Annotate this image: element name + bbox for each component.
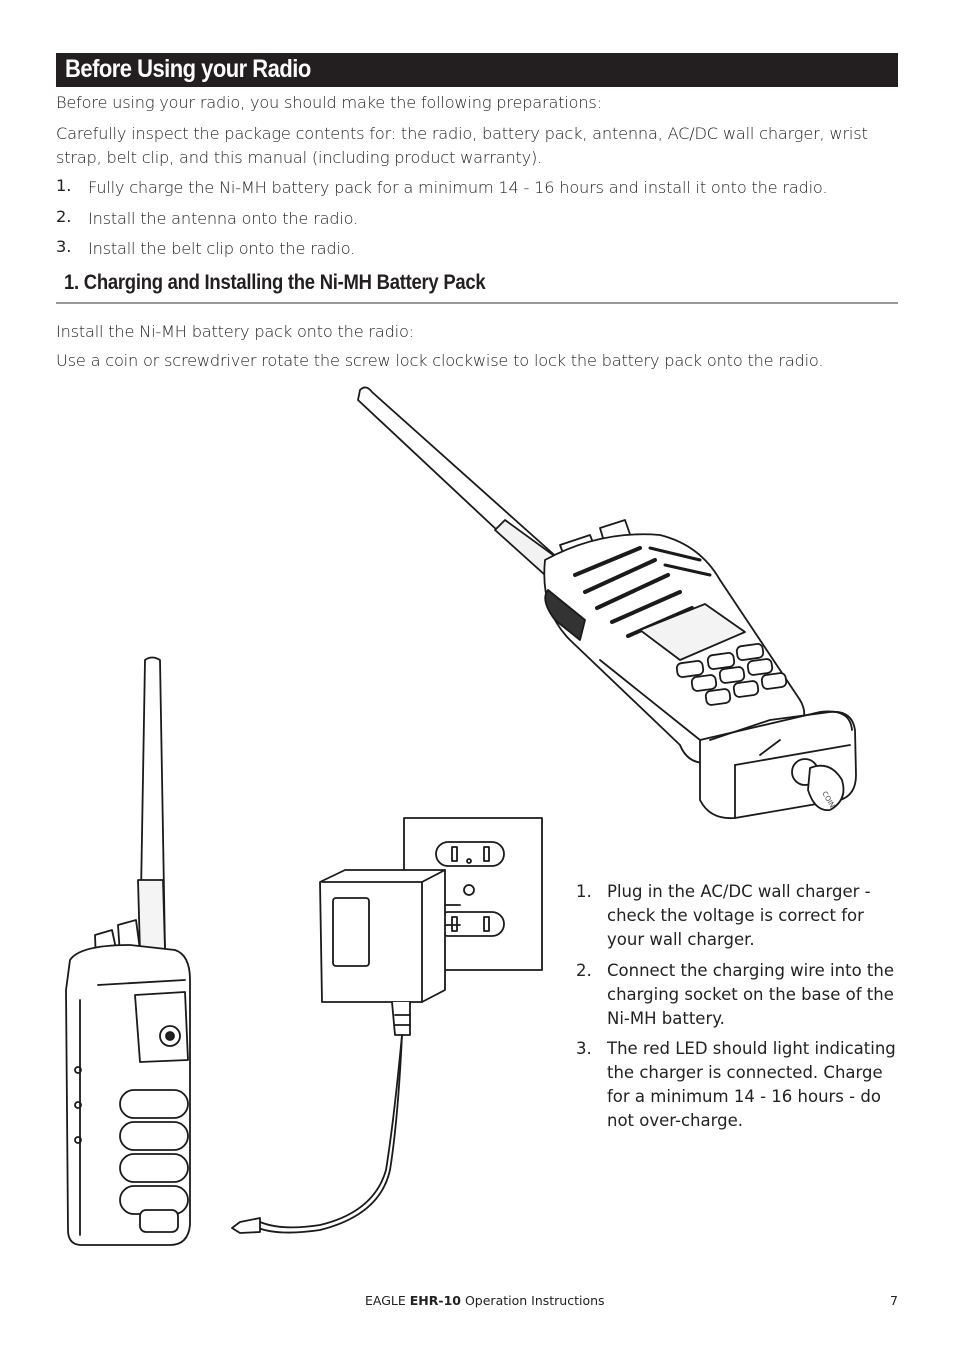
radio-back-illustration [65, 656, 191, 1246]
footer-doc: Operation Instructions [464, 1293, 605, 1308]
prep-step-number: 1. [56, 176, 72, 195]
charger-illustration [231, 869, 461, 1234]
inspect-text: Carefully inspect the package contents f… [56, 124, 868, 167]
charge-step-text: The red LED should light indicating the … [607, 1039, 896, 1130]
charge-step-number: 3. [576, 1039, 592, 1058]
radio-top-illustration: COIN [357, 386, 857, 820]
footer-text: EAGLE EHR-10 Operation Instructions [365, 1293, 605, 1308]
install-line-2: Use a coin or screwdriver rotate the scr… [56, 351, 824, 370]
section-heading: 1. Charging and Installing the Ni-MH Bat… [56, 270, 898, 304]
footer-brand: EAGLE [365, 1293, 406, 1308]
install-line-1: Install the Ni-MH battery pack onto the … [56, 322, 414, 341]
footer-model: EHR-10 [409, 1293, 461, 1308]
page-number: 7 [890, 1293, 898, 1308]
title-bar: Before Using your Radio [56, 53, 898, 87]
page-title: Before Using your Radio [65, 55, 311, 83]
charge-step-text: Plug in the AC/DC wall charger - check t… [607, 882, 871, 949]
prep-step-text: Install the belt clip onto the radio. [88, 239, 356, 258]
prep-step-number: 3. [56, 237, 72, 256]
section-title: 1. Charging and Installing the Ni-MH Bat… [64, 271, 486, 294]
prep-step-text: Install the antenna onto the radio. [88, 209, 359, 228]
charge-step-text: Connect the charging wire into the charg… [607, 961, 894, 1028]
prep-step-number: 2. [56, 207, 72, 226]
prep-step-text: Fully charge the Ni-MH battery pack for … [88, 178, 828, 197]
charge-step-number: 1. [576, 882, 592, 901]
charge-step-number: 2. [576, 961, 592, 980]
intro-text: Before using your radio, you should make… [56, 93, 602, 112]
